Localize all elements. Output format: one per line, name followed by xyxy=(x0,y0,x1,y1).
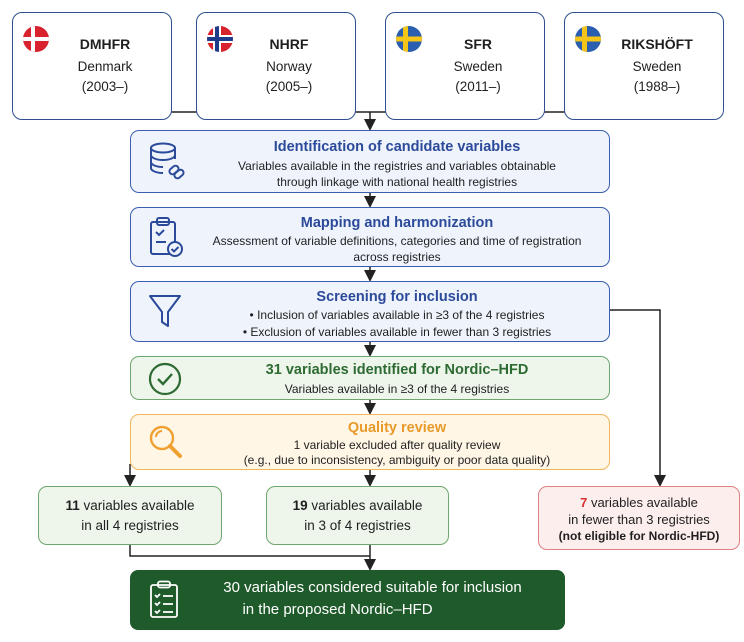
outcome-text: variables available xyxy=(79,498,195,513)
step-title: Screening for inclusion xyxy=(316,289,478,305)
magnifier-icon xyxy=(149,425,182,458)
outcome-all4: 11 variables available in all 4 registri… xyxy=(38,486,222,545)
step-screening: Screening for inclusion • Inclusion of v… xyxy=(130,281,610,342)
registry-years: (2003–) xyxy=(81,79,129,94)
outcome-line: in all 4 registries xyxy=(81,518,179,533)
registry-years: (2011–) xyxy=(455,79,501,94)
outcome-line: 7 variables available xyxy=(539,495,739,510)
step-text: through linkage with national health reg… xyxy=(276,175,518,189)
registry-box-nhrf: NHRF Norway (2005–) xyxy=(196,12,356,120)
database-link-icon xyxy=(150,142,185,180)
registry-box-sfr: SFR Sweden (2011–) xyxy=(385,12,545,120)
outcome-excluded: 7 variables available in fewer than 3 re… xyxy=(538,486,740,550)
denmark-flag-icon xyxy=(23,26,49,52)
step-identified: 31 variables identified for Nordic–HFD V… xyxy=(130,356,610,400)
step-title: Quality review xyxy=(347,420,447,436)
registry-country: Sweden xyxy=(453,59,503,74)
registry-name: RIKSHÖFT xyxy=(621,36,693,52)
outcome-line: 11 variables available xyxy=(39,498,221,513)
bullet-text: Exclusion of variables available in fewe… xyxy=(250,325,552,339)
clipboard-list-icon xyxy=(150,580,178,618)
funnel-icon xyxy=(149,295,181,327)
step-title: Mapping and harmonization xyxy=(300,215,494,231)
outcome-line: 19 variables available xyxy=(267,498,448,513)
outcome-count: 7 xyxy=(580,495,588,510)
outcome-three: 19 variables available in 3 of 4 registr… xyxy=(266,486,449,545)
registry-name: NHRF xyxy=(269,36,309,52)
outcome-line: in 3 of 4 registries xyxy=(304,518,411,533)
step-text: Variables available in ≥3 of the 4 regis… xyxy=(284,382,510,396)
registry-country: Norway xyxy=(266,59,312,74)
registry-country: Sweden xyxy=(632,59,682,74)
registry-name: SFR xyxy=(464,36,492,52)
step-text: 1 variable excluded after quality review xyxy=(293,438,501,452)
step-text: (e.g., due to inconsistency, ambiguity o… xyxy=(243,453,551,467)
bullet-text: Inclusion of variables available in ≥3 o… xyxy=(257,308,545,322)
step-text: across registries xyxy=(353,250,441,264)
outcome-note: (not eligible for Nordic-HFD) xyxy=(558,529,720,543)
registry-country: Denmark xyxy=(77,59,133,74)
final-line-1: 30 variables considered suitable for inc… xyxy=(223,579,522,596)
registry-years: (1988–) xyxy=(633,79,681,94)
outcome-count: 19 xyxy=(292,498,308,513)
step-mapping: Mapping and harmonization Assessment of … xyxy=(130,207,610,267)
step-bullet: • Exclusion of variables available in fe… xyxy=(242,325,552,339)
outcome-text: variables available xyxy=(587,495,698,510)
outcome-line: in fewer than 3 registries xyxy=(568,512,710,527)
outcome-count: 11 xyxy=(65,498,80,513)
check-circle-icon xyxy=(148,362,182,396)
final-line-2: in the proposed Nordic–HFD xyxy=(242,601,433,618)
sweden-flag-icon xyxy=(396,26,422,52)
step-text: Assessment of variable definitions, cate… xyxy=(212,234,582,248)
final-box: 30 variables considered suitable for inc… xyxy=(130,570,565,630)
registry-name: DMHFR xyxy=(79,36,131,52)
step-text: Variables available in the registries an… xyxy=(238,159,556,173)
step-title: Identification of candidate variables xyxy=(273,139,521,155)
step-bullet: • Inclusion of variables available in ≥3… xyxy=(249,308,545,322)
registry-box-dmhfr: DMHFR Denmark (2003–) xyxy=(12,12,172,120)
sweden-flag-icon xyxy=(575,26,601,52)
clipboard-check-icon xyxy=(150,217,183,257)
outcome-text: variables available xyxy=(307,498,423,513)
registry-years: (2005–) xyxy=(265,79,313,94)
norway-flag-icon xyxy=(207,26,233,52)
step-title: 31 variables identified for Nordic–HFD xyxy=(265,362,529,378)
step-quality: Quality review 1 variable excluded after… xyxy=(130,414,610,470)
registry-box-rikshoft: RIKSHÖFT Sweden (1988–) xyxy=(564,12,724,120)
step-identification: Identification of candidate variables Va… xyxy=(130,130,610,193)
